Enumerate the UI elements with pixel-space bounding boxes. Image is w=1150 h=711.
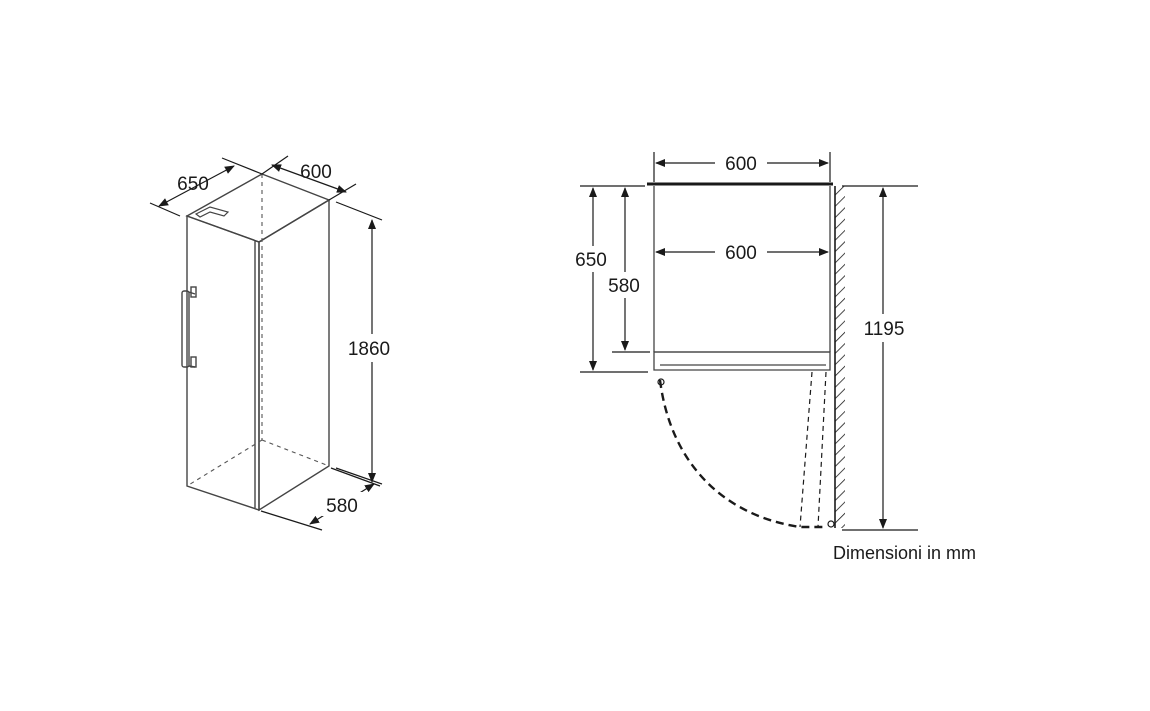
label-width-600: 600 (300, 162, 332, 183)
label-inner-width-600: 600 (725, 243, 757, 264)
label-height-1860: 1860 (348, 339, 390, 360)
dim-inner-depth-580 (612, 187, 650, 353)
label-bg (715, 150, 767, 176)
label-bg (568, 246, 616, 272)
cabinet-plan (653, 186, 831, 371)
fridge-body (185, 173, 331, 512)
door-handle-icon (181, 286, 197, 368)
label-depth-650: 650 (177, 174, 209, 195)
door-swing (657, 371, 835, 529)
hidden-edges (186, 174, 330, 487)
perspective-view: 650 600 1860 580 (149, 155, 398, 531)
label-bg (322, 492, 364, 516)
label-bg (856, 314, 912, 342)
wall-hatch (835, 186, 845, 528)
label-door-swing-1195: 1195 (864, 319, 905, 340)
label-inner-depth-580: 580 (608, 276, 640, 297)
label-top-width-600: 600 (725, 154, 757, 175)
plan-view: 600 600 650 580 1195 Dimens (568, 150, 976, 563)
label-bg (340, 334, 398, 362)
label-depth-650-plan: 650 (575, 250, 607, 271)
dim-depth-650-plan (580, 185, 648, 373)
hinge-detail (194, 206, 230, 218)
label-bg (715, 239, 767, 265)
units-caption: Dimensioni in mm (833, 543, 976, 563)
label-bg (602, 272, 648, 298)
dim-depth-650 (149, 157, 263, 217)
label-bottom-depth-580: 580 (326, 496, 358, 517)
dim-width-600 (261, 155, 357, 201)
dim-door-swing-1195 (842, 185, 918, 531)
